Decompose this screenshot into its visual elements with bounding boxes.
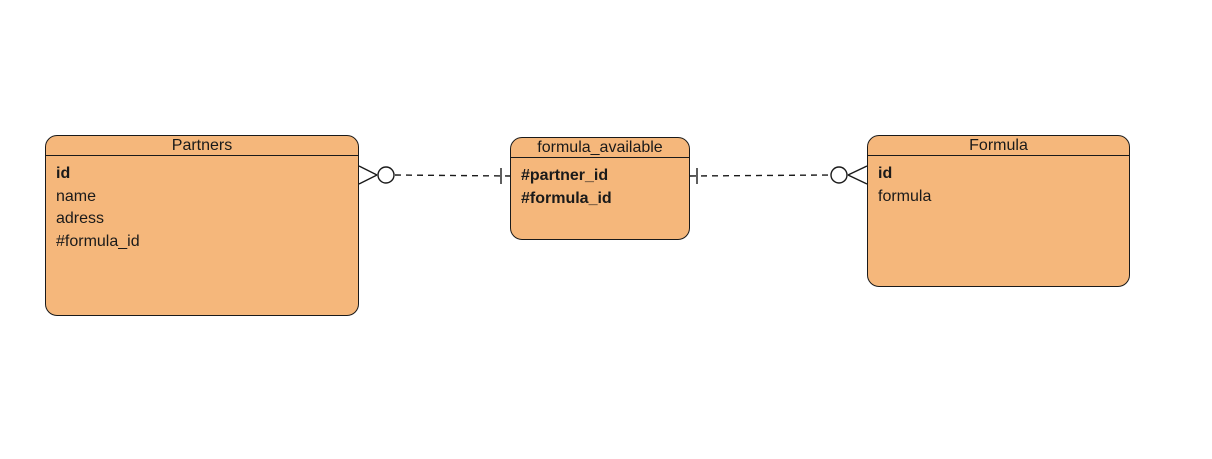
entity-title: Formula [868,136,1129,156]
entity-attributes: id name adress #formula_id [46,156,358,254]
attribute-id: id [878,165,893,182]
attribute-adress: adress [56,210,105,228]
crows-foot-upper [847,165,868,176]
zero-circle [830,166,848,184]
attribute-formula: formula [878,187,932,205]
attribute-id: id [56,165,71,182]
dashed-link [689,174,831,177]
zero-circle [377,166,395,184]
attribute-partner-id: #partner_id [521,167,609,184]
crows-foot-upper [358,165,378,176]
entity-title: formula_available [511,138,689,158]
attribute-formula-id: #formula_id [56,233,140,251]
dashed-link [394,174,511,177]
relationship-partners-formula-available[interactable] [358,165,511,185]
crows-foot-lower [847,174,868,185]
relationship-formula-available-formula[interactable] [689,165,868,185]
attribute-name: name [56,187,97,205]
entity-formula-available[interactable]: formula_available #partner_id #formula_i… [510,137,690,240]
entity-attributes: id formula [868,156,1129,208]
attribute-formula-id: #formula_id [521,189,612,207]
entity-attributes: #partner_id #formula_id [511,158,689,210]
entity-formula[interactable]: Formula id formula [867,135,1130,287]
entity-title: Partners [46,136,358,156]
crows-foot-lower [358,174,378,185]
entity-partners[interactable]: Partners id name adress #formula_id [45,135,359,316]
